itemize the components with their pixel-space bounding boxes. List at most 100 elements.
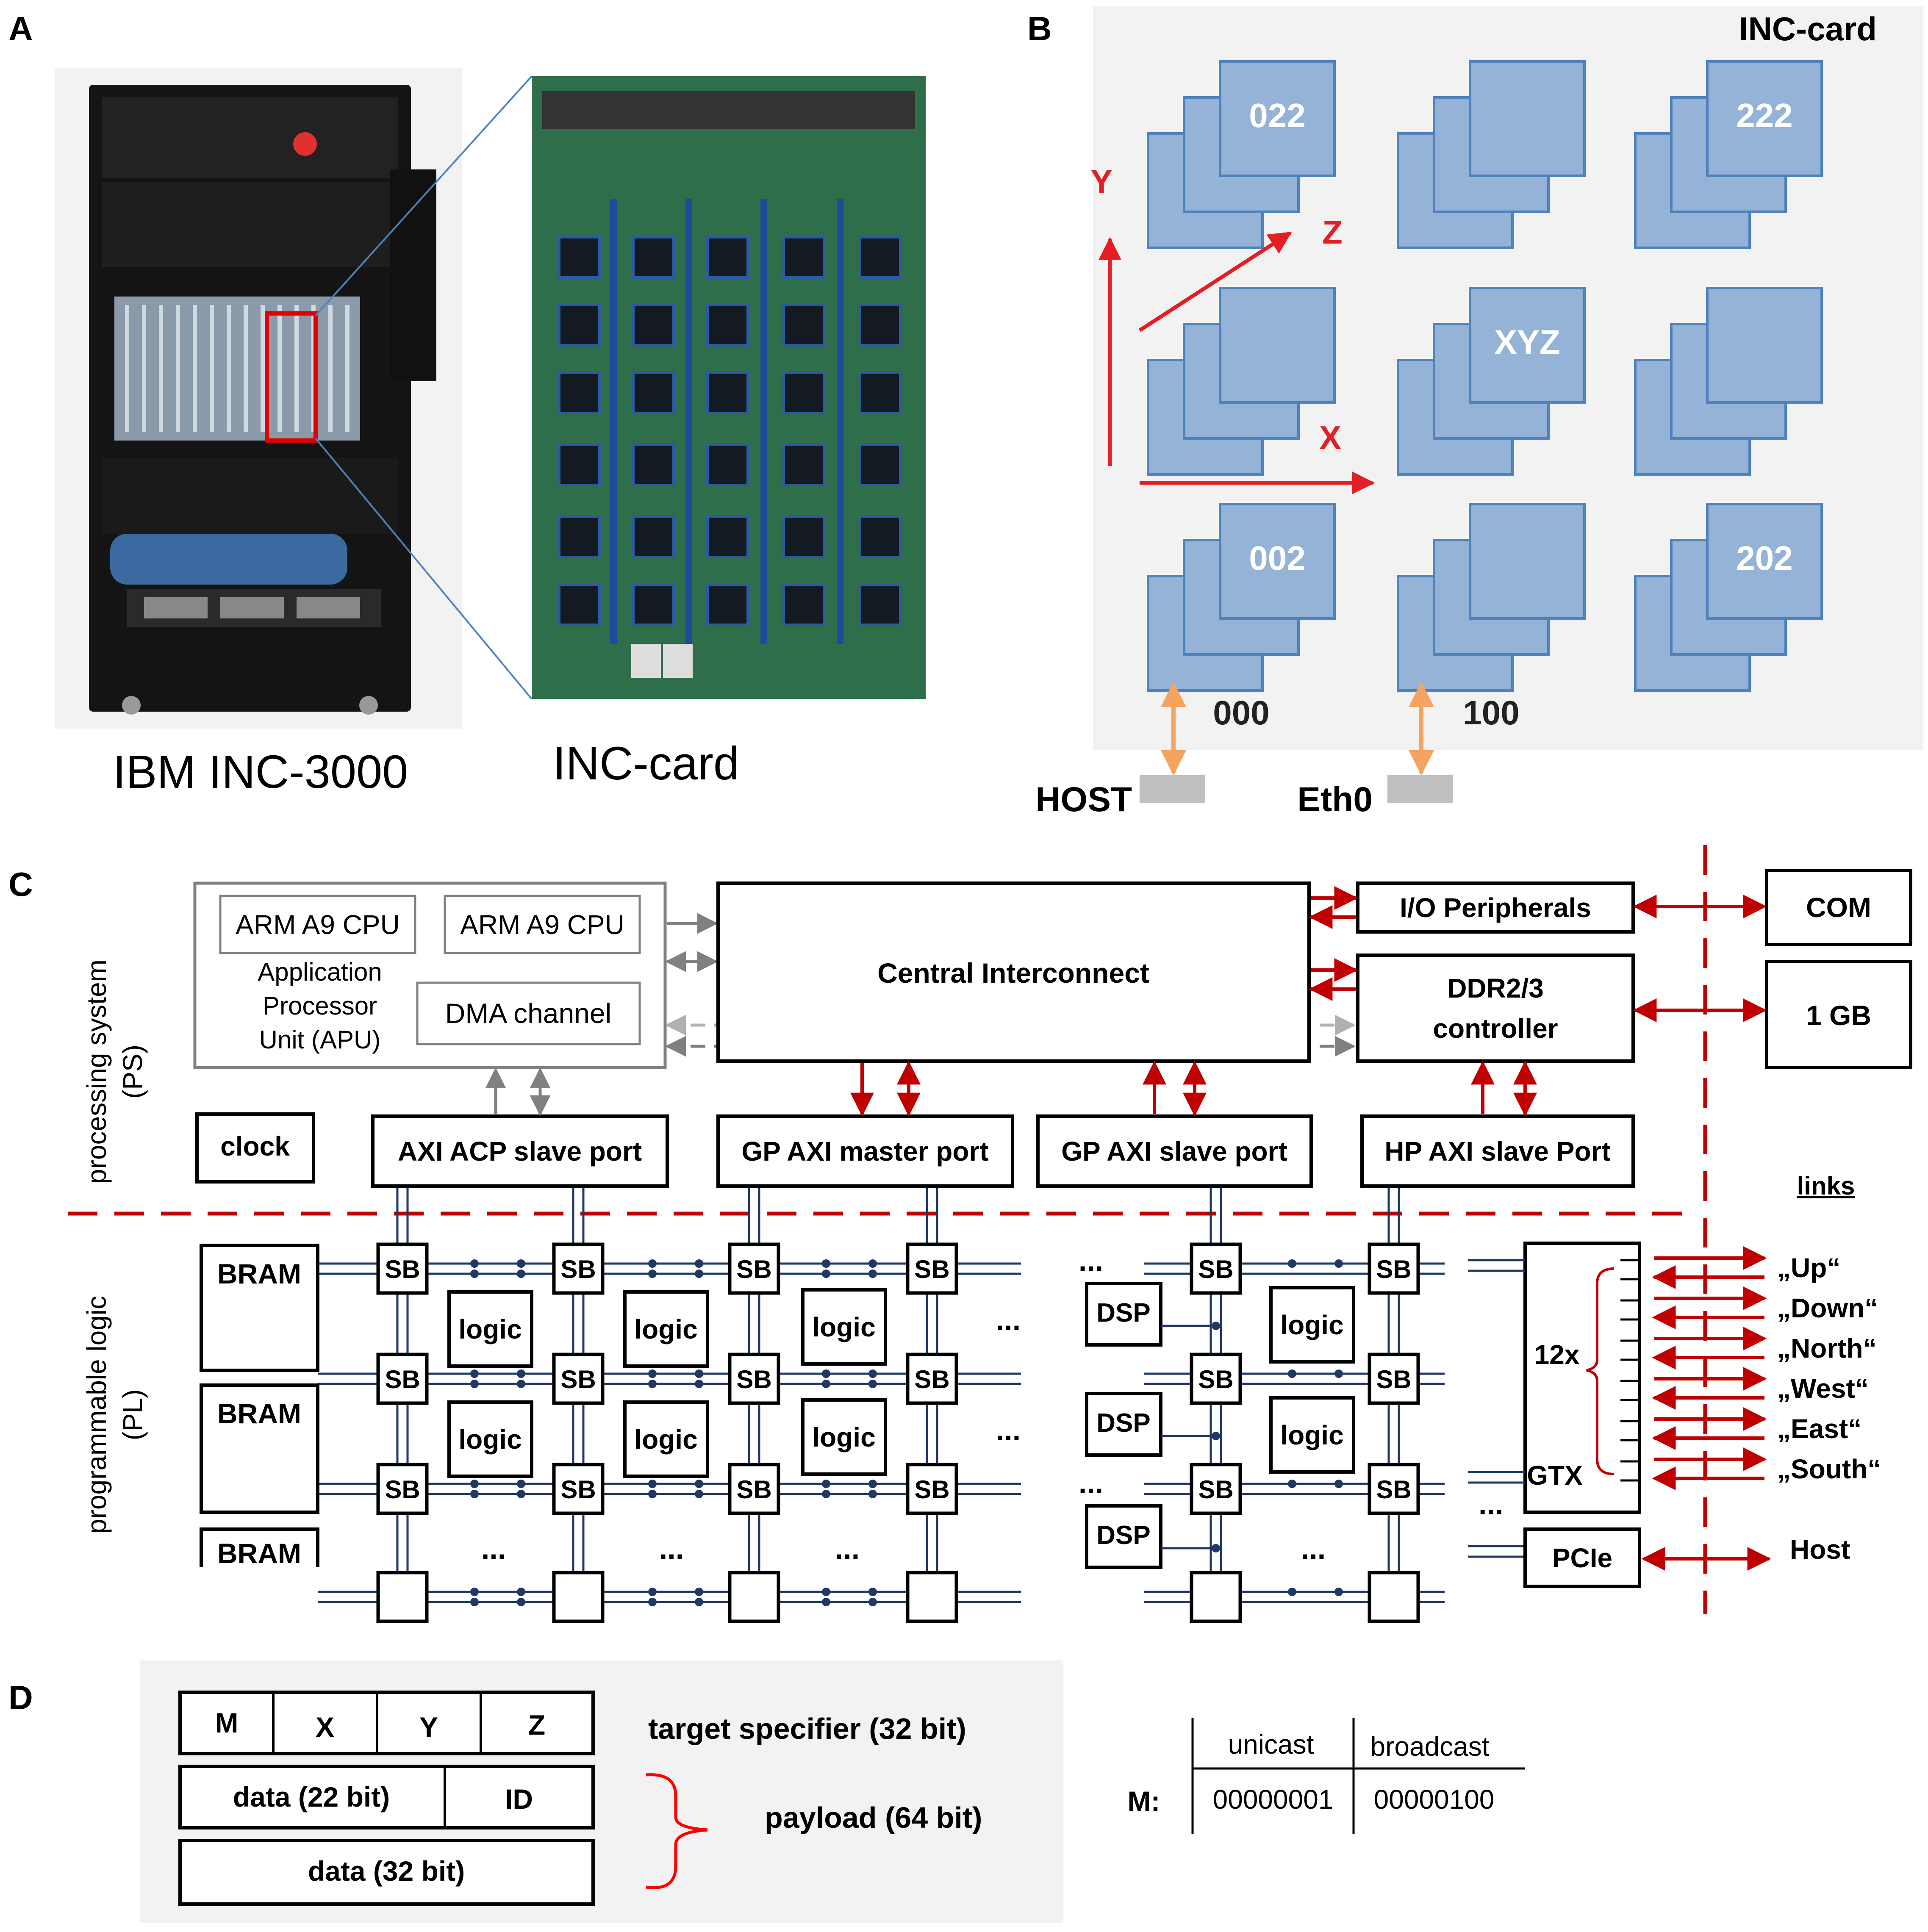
switch-box-label: SB [736, 1365, 771, 1394]
fpga-address-label: 002 [1249, 539, 1305, 577]
clock-label: clock [220, 1131, 290, 1161]
fpga-box [1706, 503, 1823, 620]
logic-label: logic [634, 1314, 697, 1344]
switch-box [1368, 1242, 1420, 1295]
gp-master-port-label: GP AXI master port [741, 1136, 988, 1167]
cpu-label-2: ARM A9 CPU [460, 909, 624, 940]
panel-c: C processing system (PS) programmable lo… [8, 845, 1912, 1623]
switch-box-label: SB [385, 1365, 420, 1394]
bram-block [200, 1383, 319, 1514]
ellipsis: ... [659, 1532, 684, 1565]
fpga-stack [1147, 287, 1336, 476]
panel-letter-b: B [1027, 10, 1052, 47]
logic-label: logic [458, 1314, 522, 1344]
fpga-box [1706, 60, 1823, 177]
dsp-block [1085, 1392, 1162, 1457]
switch-box [552, 1242, 605, 1295]
logic-label: logic [812, 1312, 875, 1342]
logic-block [447, 1400, 533, 1478]
axi-acp-port-box [371, 1114, 669, 1188]
gp-master-port-box [716, 1114, 1014, 1188]
fpga-box [1219, 287, 1336, 404]
table-broadcast-value: 00000100 [1374, 1784, 1495, 1815]
switch-box [376, 1353, 429, 1405]
fpga-address-label: 100 [1463, 694, 1519, 732]
gtx-block [1523, 1242, 1641, 1514]
axi-acp-port-label: AXI ACP slave port [398, 1136, 642, 1167]
hp-slave-port-box [1360, 1114, 1635, 1188]
switch-box [906, 1353, 958, 1405]
logic-block [801, 1398, 887, 1476]
y-axis-label: Y [1090, 163, 1112, 200]
panel-letter-a: A [8, 10, 33, 47]
switch-box [376, 1242, 429, 1295]
rack-photo [55, 68, 462, 729]
fpga-box [1469, 287, 1586, 404]
switch-box [1368, 1353, 1420, 1405]
gtx-count-label: 12x [1534, 1339, 1580, 1370]
logic-block [801, 1288, 887, 1366]
field-data22: data (22 bit) [233, 1781, 390, 1813]
dsp-block [1085, 1282, 1162, 1347]
fpga-stack: 100 [1397, 503, 1586, 732]
inc-card-photo [532, 76, 926, 699]
eth0-port-icon [1387, 775, 1453, 803]
field-id: ID [505, 1783, 533, 1815]
panel-letter-d: D [8, 1679, 33, 1716]
link-label: „East“ [1777, 1414, 1861, 1444]
z-axis-arrow [1138, 231, 1292, 332]
link-label: „South“ [1777, 1454, 1881, 1484]
switch-box-label: SB [1198, 1365, 1233, 1394]
switch-box-unlabeled [1368, 1571, 1420, 1623]
fpga-stack: 222 [1634, 60, 1823, 249]
bram-label: BRAM [217, 1538, 301, 1569]
io-peripherals-label: I/O Peripherals [1400, 893, 1591, 923]
host-port-label: HOST [1035, 780, 1132, 819]
caption-card: INC-card [553, 737, 739, 790]
switch-box [1190, 1242, 1242, 1295]
gtx-links: „Up“„Down“„North“„West“„East“„South“ [1652, 1246, 1881, 1490]
link-label: „West“ [1777, 1373, 1869, 1404]
bram-block [200, 1527, 319, 1567]
dma-label: DMA channel [445, 998, 612, 1029]
payload-label: payload (64 bit) [765, 1801, 982, 1834]
link-label: „North“ [1777, 1333, 1877, 1364]
fpga-address-label: 202 [1736, 539, 1792, 577]
hp-slave-port-label: HP AXI slave Port [1384, 1136, 1611, 1167]
logic-block [1269, 1396, 1355, 1474]
switch-box-unlabeled [728, 1571, 780, 1623]
host-label: Host [1790, 1534, 1850, 1565]
logic-block [623, 1290, 709, 1368]
switch-box-label: SB [1198, 1475, 1233, 1504]
gtx-brace [1586, 1267, 1615, 1475]
ellipsis: ... [996, 1303, 1021, 1336]
bram-label: BRAM [217, 1398, 301, 1429]
switch-box-label: SB [385, 1255, 420, 1283]
field-z: Z [528, 1709, 545, 1741]
field-y: Y [419, 1711, 438, 1743]
ellipsis: ... [1079, 1244, 1103, 1277]
host-port-icon [1140, 775, 1205, 803]
switch-box [728, 1463, 780, 1515]
table-row-label: M: [1128, 1785, 1160, 1817]
fpga-address-label: 022 [1249, 97, 1305, 134]
dsp-label: DSP [1096, 1298, 1150, 1328]
inc-card-title: INC-card [1739, 10, 1877, 47]
cpu-label-1: ARM A9 CPU [236, 909, 400, 940]
links-title: links [1797, 1172, 1855, 1200]
table-col-unicast: unicast [1228, 1729, 1314, 1760]
switch-box-label: SB [914, 1365, 949, 1394]
pcie-label: PCIe [1552, 1543, 1612, 1573]
highlight-box [265, 311, 318, 443]
bram-block [200, 1244, 319, 1372]
logic-label: logic [1280, 1420, 1343, 1450]
ddr-controller-box [1356, 954, 1635, 1063]
target-specifier-label: target specifier (32 bit) [648, 1712, 966, 1745]
ellipsis: ... [481, 1532, 506, 1565]
switch-box-label: SB [1376, 1365, 1411, 1394]
switch-box-label: SB [736, 1255, 771, 1283]
apu-name-2: Processor [263, 992, 377, 1020]
eth0-port-label: Eth0 [1297, 780, 1373, 819]
